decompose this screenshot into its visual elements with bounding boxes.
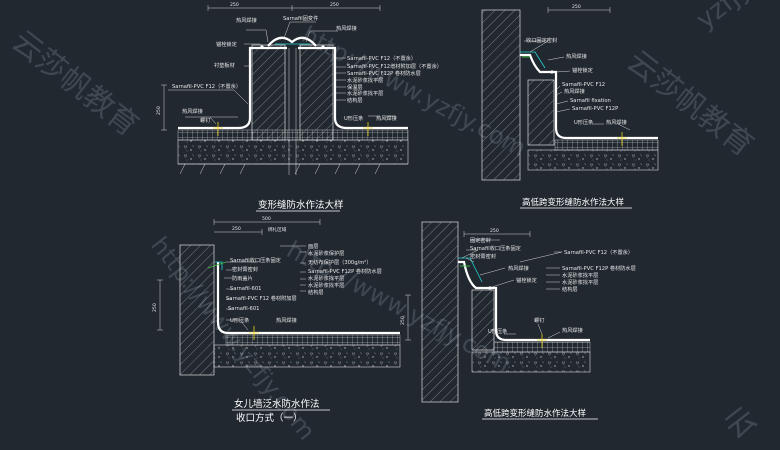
d1-label-wind3: 热风焊接	[182, 107, 203, 115]
d1-dim-top-right: 250	[330, 2, 339, 8]
watermark-corner-br: 云	[718, 400, 763, 446]
d4-label-r4: 水泥砂浆找平层	[562, 278, 598, 286]
d3-dim-mid: 250	[232, 226, 241, 232]
d1-label-r6: 水泥砂浆找平层	[347, 89, 383, 97]
d2-label-l2: 热风焊接	[566, 52, 587, 60]
detail-expansion-joint: 250 250 250 热风焊接 Sarnafil固变件 热风焊接 锚栓锁定 衬…	[156, 2, 442, 212]
d1-label-r2: Sarnafil-PVC F12增材附加层（不置余）	[347, 62, 442, 70]
d1-label-r3: Sarnafil-PVC F12P 卷材防水层	[347, 69, 421, 77]
d4-high-wall	[421, 221, 459, 403]
d4-label-l1: 固定密封	[470, 236, 491, 244]
d3-label-l2: 密封膏密封	[232, 265, 258, 273]
d2-title: 高低跨变形缝防水作法大样	[522, 197, 625, 208]
d1-label-cap: Sarnafil固变件	[283, 14, 318, 22]
insulation-layer	[177, 129, 409, 141]
d2-label-l4: Sarnafil-PVC F12	[562, 82, 605, 88]
watermark-brand-left: 云莎帆教育	[5, 24, 145, 144]
d2-slab	[527, 149, 659, 171]
d4-label-r5: 结构层	[562, 285, 578, 293]
d3-label-l7: U形压条	[230, 316, 249, 324]
d2-label-l7: Sarnafil-PVC F12P	[572, 106, 618, 112]
d3-label-r6: 水泥砂浆找平层	[308, 281, 344, 289]
d1-label-plate: 衬垫板材	[214, 61, 235, 69]
d1-label-pvc-left: Sarnafil-PVC F12（不置余）	[172, 82, 241, 90]
d3-label-l3: 防雨盖片	[232, 274, 253, 282]
d1-label-r5: 保温层	[347, 83, 363, 91]
d3-label-l4: Sarnafil-601	[230, 286, 261, 292]
d1-label-r4: 水泥砂浆找平层	[347, 76, 383, 84]
joint-cap	[267, 36, 317, 47]
d2-label-l8: U形压条	[574, 118, 593, 126]
d1-label-r7: 结构层	[347, 96, 363, 104]
d1-label-u-press: U形压条	[344, 114, 363, 122]
d2-label-l1: 收口固定密封	[526, 36, 557, 44]
d2-dim-top: 250	[572, 4, 581, 10]
d4-low-upstand	[471, 289, 495, 351]
d4-label-r1: Sarnafil-PVC F12（不置余）	[564, 248, 633, 256]
d1-label-screw: 螺钉	[200, 116, 210, 124]
d3-label-l8: 热风焊接	[276, 316, 297, 324]
d1-label-wind4: 热风焊接	[376, 114, 397, 122]
d3-membrane	[216, 262, 400, 335]
d3-label-r7: 结构层	[308, 288, 324, 296]
d3-dim-side: 250	[152, 303, 158, 312]
d4-label-l4: 热风焊接	[508, 264, 529, 272]
d2-label-l5: 热风焊接	[564, 87, 585, 95]
d2-high-wall	[481, 9, 521, 181]
d1-dim-top-left: 250	[230, 2, 239, 8]
d4-label-r3: 水泥砂浆找平层	[562, 271, 598, 279]
d3-label-l5: Sarnafil-PVC F12 卷材附加层	[226, 294, 297, 302]
watermark-corner-tr: yzfjy	[691, 0, 757, 36]
d1-label-wind1: 热风焊接	[236, 16, 257, 24]
d3-label-r2: 水泥砂浆保护层	[308, 249, 344, 257]
detail-high-low-joint-top: 250 收口固定密封 热风焊接 锚栓锁定 Sarnafil-PVC F12 热风…	[481, 4, 659, 209]
upstand-left	[251, 44, 286, 141]
membrane-right	[298, 46, 408, 130]
d3-dim-zone: 绑扎区域	[268, 226, 287, 233]
d3-slab	[213, 344, 401, 368]
d1-label-r1: Sarnafil-PVC F12（不置余）	[347, 54, 416, 62]
d3-dim-top: 500	[262, 216, 271, 222]
d4-dim-side: 250	[400, 316, 406, 325]
detail-parapet-flashing: 500 250 绑扎区域 250 Sarnafil收口压条固定 密封膏密封 防雨…	[152, 216, 401, 424]
d4-membrane	[458, 260, 590, 342]
d3-label-r4: Sarnafil-PVC F12P 卷材防水层	[308, 267, 382, 275]
d4-label-l5: 锚栓锁定	[516, 276, 537, 284]
d2-label-l3: 锚栓锁定	[572, 66, 593, 74]
d4-label-l8: 热风焊接	[562, 326, 583, 334]
slab-left	[177, 139, 409, 165]
d1-label-wind2: 热风焊接	[336, 24, 357, 32]
d2-label-l9: 热风焊接	[606, 118, 627, 126]
d3-subtitle: 收口方式（一）	[236, 412, 303, 424]
d3-title: 女儿墙泛水防水作法	[234, 398, 320, 410]
d4-label-l7: U形压条	[488, 327, 507, 335]
d4-label-l2: Sarnafil收口压条固定	[470, 244, 521, 252]
d2-low-upstand	[527, 79, 555, 146]
d3-label-r5: 水泥砂浆找平层	[308, 274, 344, 282]
d3-label-r1: 面层	[308, 243, 318, 250]
d4-label-l6: 螺钉	[534, 316, 544, 324]
d2-label-l6: Sarnafil fixation	[570, 98, 611, 104]
d3-parapet-wall	[179, 244, 215, 376]
d4-label-r2: Sarnafil-PVC F12P 卷材防水层	[562, 264, 636, 272]
d3-label-l1: Sarnafil收口压条固定	[230, 256, 281, 264]
d1-dim-side: 250	[156, 106, 162, 115]
d3-label-l6: Sarnafil-601	[228, 306, 259, 312]
upstand-right	[299, 44, 334, 141]
membrane-left	[178, 46, 287, 130]
d1-title: 变形缝防水作法大样	[258, 199, 344, 211]
d4-title: 高低跨变形缝防水作法大样	[484, 408, 587, 419]
d1-label-anchor: 锚栓锁定	[216, 40, 237, 48]
d3-label-r3: 无纺布保护层（300g/m²）	[308, 258, 372, 266]
d4-label-l3: 密封膏密封	[470, 252, 496, 260]
d4-dim-top: 250	[490, 228, 499, 234]
detail-high-low-joint-bottom: 250 250 固定密封 Sarnafil收口压条固定 密封膏密封 热风焊接 锚…	[400, 221, 636, 420]
d4-slab	[471, 351, 591, 373]
